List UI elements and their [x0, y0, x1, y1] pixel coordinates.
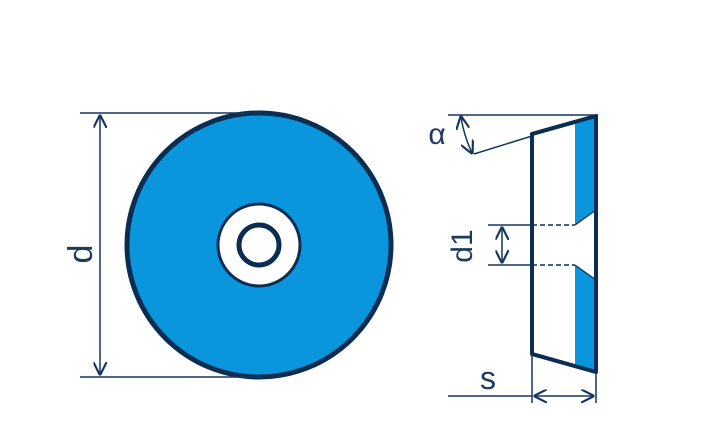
dimension-s: s [448, 354, 597, 403]
extension-line-alpha-slope [473, 135, 533, 155]
section-fill-lower [575, 265, 596, 372]
washer-hole [236, 222, 282, 268]
side-view [530, 114, 598, 374]
label-s: s [480, 360, 496, 396]
label-alpha: α [428, 118, 445, 151]
label-d: d [62, 245, 100, 264]
angle-arc-alpha [461, 117, 472, 153]
dimension-d1: d1 [446, 224, 532, 266]
front-view [124, 110, 394, 380]
label-d1: d1 [446, 229, 479, 262]
section-fill-upper [575, 116, 596, 225]
countersink-edge-top [574, 209, 597, 226]
countersink-edge-bottom [574, 264, 597, 281]
dimension-alpha: α [428, 114, 598, 155]
dimension-d: d [62, 112, 262, 378]
